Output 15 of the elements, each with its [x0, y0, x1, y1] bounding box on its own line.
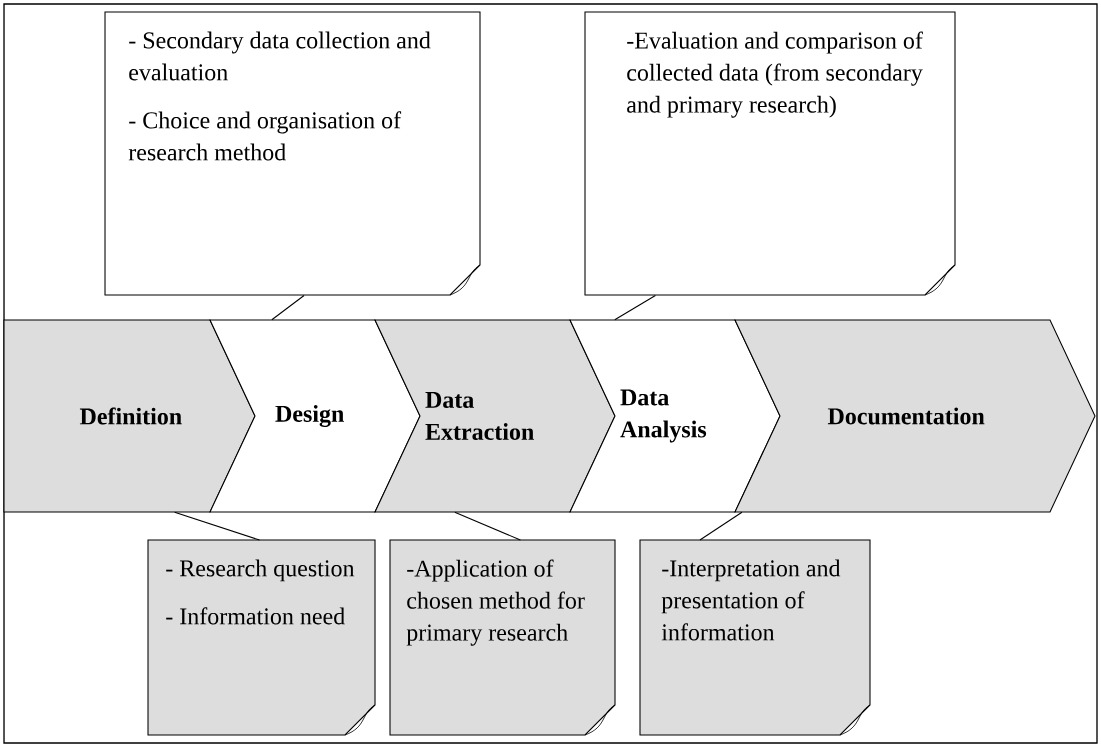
- leader-line: [271, 295, 305, 321]
- note-card: - Research question - Information need: [147, 539, 376, 736]
- chevron-step: Data Analysis: [569, 319, 781, 513]
- leader-line: [699, 511, 743, 541]
- note-card: - Secondary data collection and evaluation - Choice and organisation of research method: [104, 11, 481, 296]
- leader-line: [614, 295, 656, 321]
- chevron-step: Definition: [3, 319, 256, 513]
- note-card: -Evaluation and comparison of collected data (from secondary and primary research): [584, 11, 956, 296]
- leader-line: [454, 511, 521, 541]
- note-card: -Application of chosen method for primary research: [389, 539, 616, 736]
- chevron-step: Data Extraction: [374, 319, 616, 513]
- leader-line: [174, 511, 261, 541]
- chevron-step: Documentation: [734, 319, 1096, 513]
- chevron-step: Design: [209, 319, 421, 513]
- note-card: -Interpretation and presentation of information: [639, 539, 871, 736]
